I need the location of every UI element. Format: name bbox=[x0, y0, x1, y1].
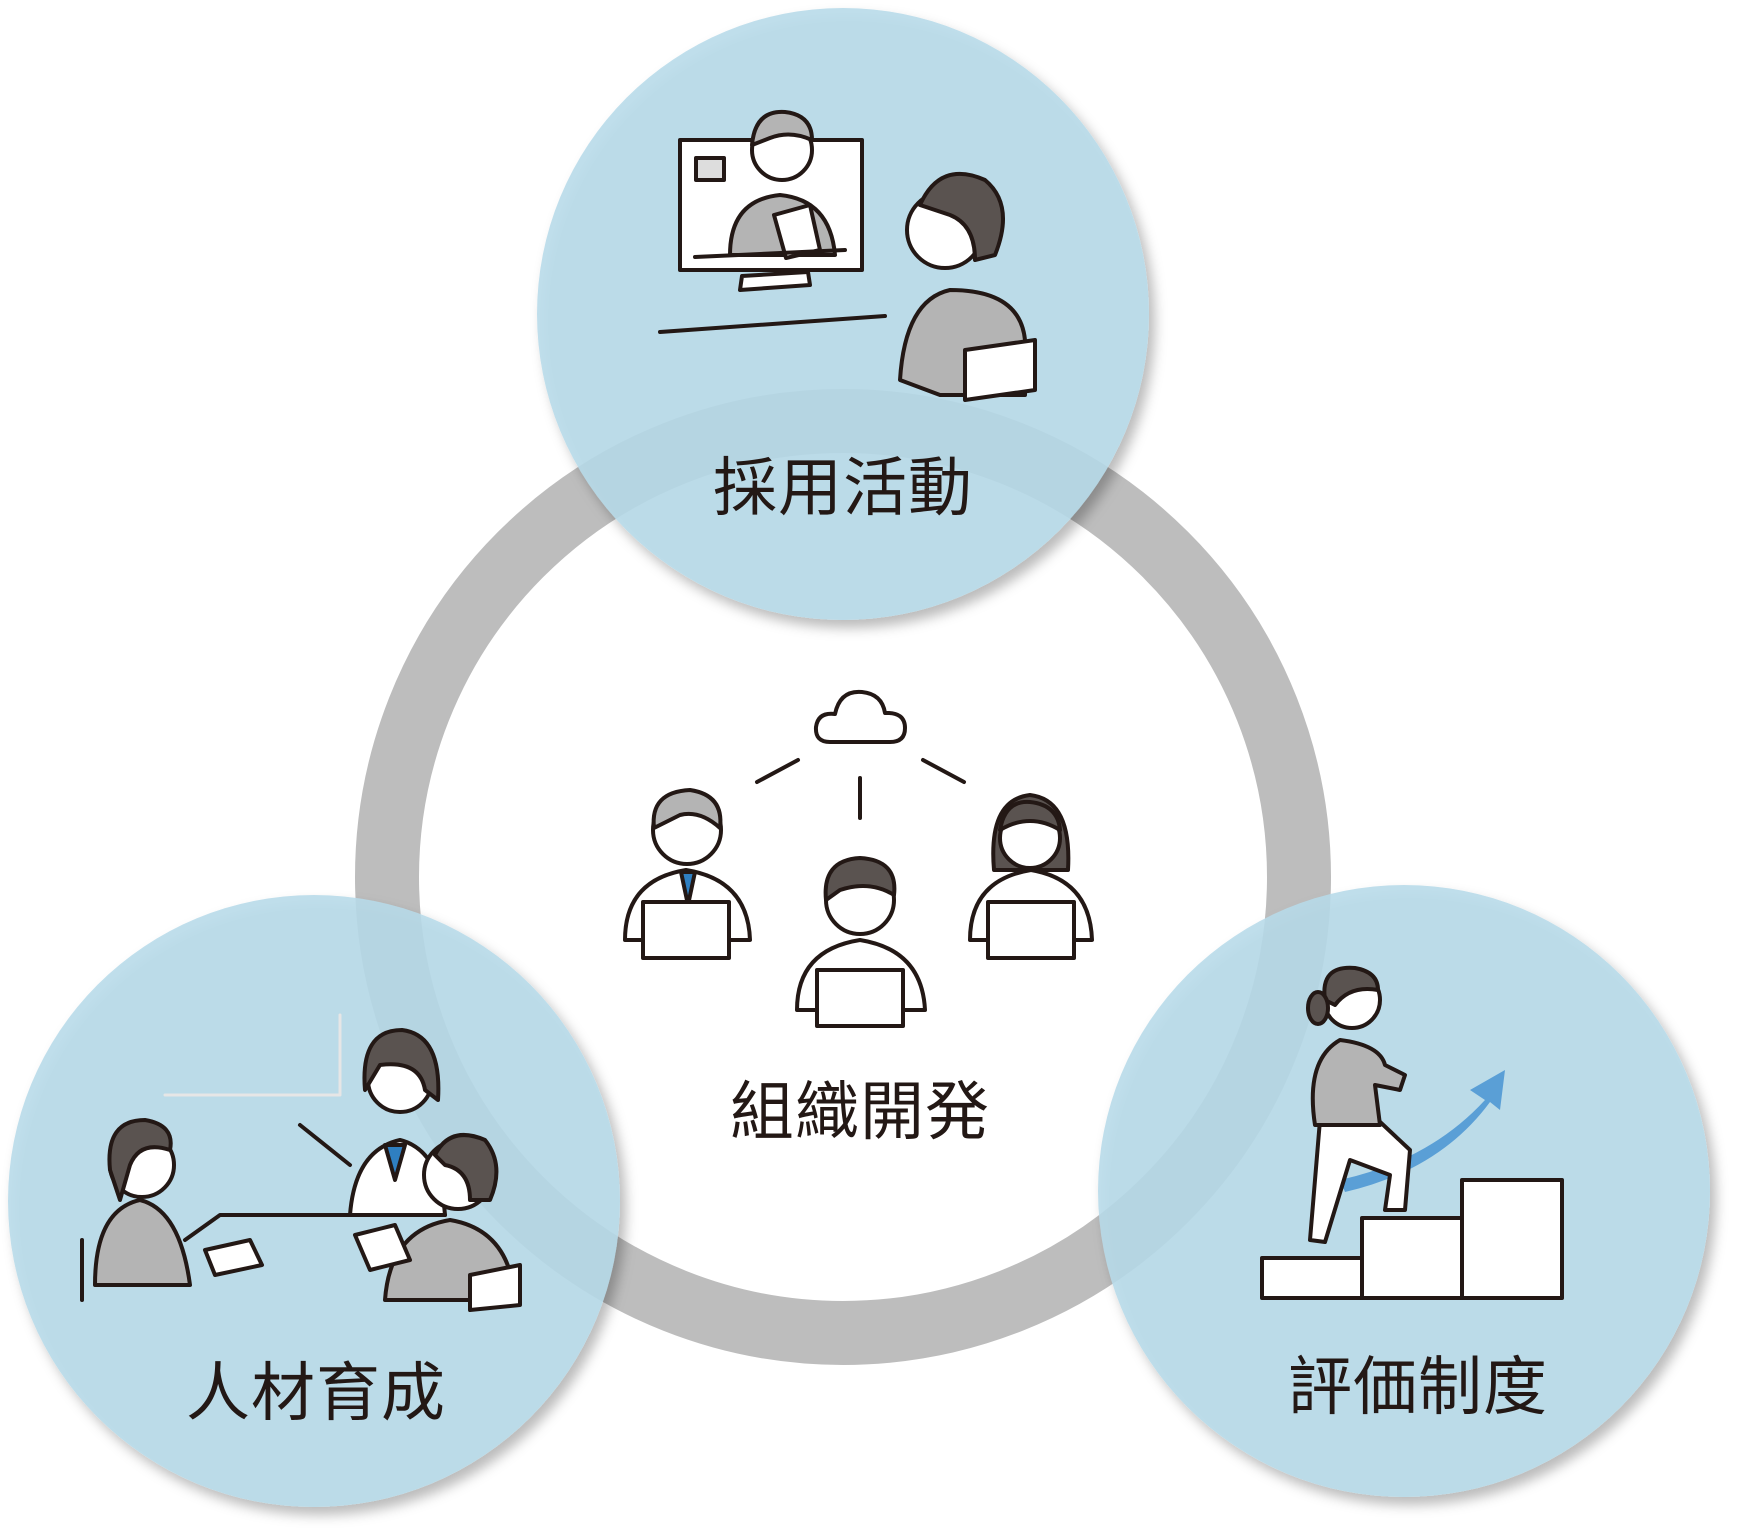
meeting-illustration bbox=[80, 1013, 522, 1312]
person-woman-laptop bbox=[968, 793, 1094, 960]
node-label-evaluation: 評価制度 bbox=[1288, 1351, 1548, 1425]
person-boy-laptop bbox=[795, 856, 927, 1028]
cloud-icon bbox=[813, 689, 907, 744]
node-label-recruiting: 採用活動 bbox=[713, 452, 973, 526]
bubble-training bbox=[8, 895, 620, 1507]
growth-arrow-icon bbox=[1340, 1070, 1505, 1192]
center-label: 組織開発 bbox=[730, 1076, 990, 1150]
node-label-training: 人材育成 bbox=[186, 1357, 446, 1431]
online-interview-illustration bbox=[658, 109, 1037, 402]
stairs-growth-illustration bbox=[1260, 965, 1564, 1300]
team-cloud-illustration bbox=[623, 689, 1094, 1028]
person-man-laptop bbox=[623, 788, 752, 960]
